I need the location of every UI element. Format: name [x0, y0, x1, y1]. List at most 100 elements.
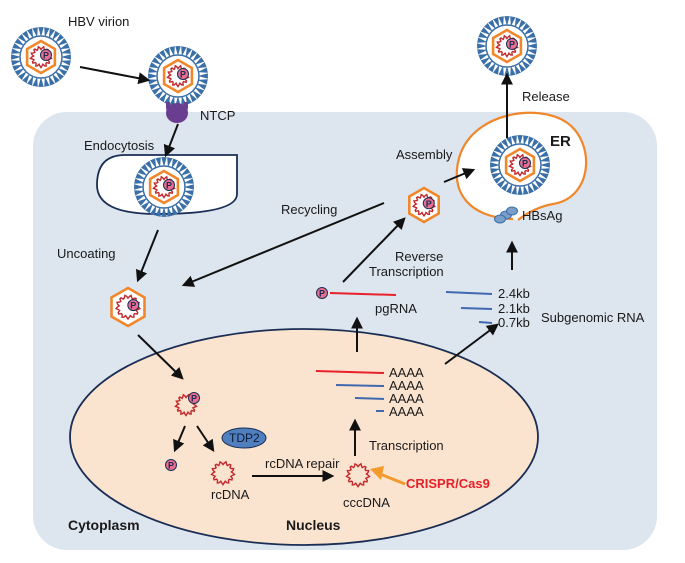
label-size-2-1kb: 2.1kb — [498, 301, 530, 316]
envelope-spike — [192, 90, 201, 99]
envelope-spike — [501, 181, 509, 192]
envelope-spike — [491, 151, 502, 158]
arrow-ntcp-to-vesicle — [163, 123, 179, 158]
envelope-spike — [518, 19, 526, 30]
envelope-spike — [480, 57, 491, 65]
envelope-spike — [183, 190, 194, 196]
envelope-spike — [506, 136, 513, 147]
envelope-spike — [32, 27, 38, 38]
polymerase-p-label: P — [522, 159, 528, 169]
envelope-spike — [169, 95, 175, 106]
envelope-spike — [137, 168, 148, 176]
released-p-protein: P — [165, 459, 177, 471]
envelope-spike — [182, 194, 193, 201]
envelope-spike — [14, 38, 25, 46]
envelope-spike — [167, 157, 173, 168]
envelope-spike — [161, 157, 167, 167]
polymerase-p-label: P — [43, 51, 49, 61]
arrow-virion-to-ntcp — [79, 66, 151, 85]
envelope-spike — [493, 146, 504, 154]
label-transcript-4: AAAA — [389, 404, 424, 419]
label-hbv-virion: HBV virion — [68, 14, 129, 29]
envelope-spike — [32, 76, 38, 87]
envelope-spike — [501, 138, 509, 149]
envelope-spike — [169, 46, 175, 57]
envelope-spike — [52, 30, 60, 41]
envelope-spike — [518, 62, 526, 73]
envelope-spike — [22, 73, 30, 84]
envelope-spike — [148, 79, 159, 85]
label-er: ER — [550, 133, 571, 150]
crispr-arrow — [370, 466, 406, 486]
polymerase-p-label: P — [319, 289, 325, 299]
envelope-spike — [59, 64, 70, 71]
envelope-spike — [538, 172, 549, 179]
envelope-spike — [57, 38, 68, 46]
envelope-spike — [175, 46, 181, 56]
polymerase-p-icon — [163, 179, 175, 191]
label-reverse-transcription-2: Transcription — [369, 264, 444, 279]
envelope-spike — [539, 156, 550, 162]
envelope-spike — [197, 79, 208, 85]
envelope-spike — [180, 198, 191, 206]
label-tdp2: TDP2 — [229, 431, 260, 445]
envelope-spike — [527, 136, 534, 147]
nucleus — [69, 328, 539, 546]
polymerase-p-icon — [506, 38, 518, 50]
label-uncoating: Uncoating — [57, 246, 116, 261]
envelope-spike — [488, 19, 496, 30]
envelope-spike — [48, 75, 55, 86]
envelope-spike — [491, 172, 502, 179]
arrow-to-rcdna — [196, 425, 215, 452]
envelope-spike — [11, 60, 22, 66]
arrow-to-assembly — [443, 168, 476, 183]
polymerase-p-icon — [165, 459, 177, 471]
label-nucleus: Nucleus — [286, 517, 341, 533]
envelope-spike — [181, 46, 187, 57]
envelope-spike — [55, 34, 64, 43]
envelope-spike — [521, 60, 530, 69]
envelope-spike — [150, 158, 157, 169]
envelope-spike — [14, 68, 25, 76]
envelope-spike — [523, 184, 529, 195]
polymerase-p-icon — [188, 392, 200, 404]
envelope-spike — [175, 203, 183, 214]
polymerase-p-label: P — [426, 199, 432, 209]
envelope-spike — [178, 164, 187, 173]
envelope-spike — [497, 142, 506, 151]
polymerase-p-icon — [519, 157, 531, 169]
envelope-spike — [194, 87, 205, 95]
polymerase-p-icon — [177, 68, 189, 80]
envelope-spike — [11, 54, 21, 60]
envelope-spike — [155, 206, 161, 217]
virion-endocytosed: P — [134, 157, 194, 217]
label-size-2-4kb: 2.4kb — [498, 286, 530, 301]
envelope-spike — [194, 57, 205, 65]
polymerase-p-label: P — [166, 181, 172, 191]
envelope-spike — [478, 53, 489, 60]
envelope-spike — [198, 73, 208, 79]
envelope-spike — [150, 205, 157, 216]
envelope-spike — [137, 198, 148, 206]
envelope-spike — [185, 47, 192, 58]
envelope-spike — [38, 77, 44, 87]
polymerase-p-icon — [422, 197, 435, 210]
envelope-spike — [536, 176, 547, 184]
envelope-spike — [11, 48, 22, 54]
envelope-spike — [159, 49, 167, 60]
envelope-spike — [171, 158, 178, 169]
transcript-strands — [315, 370, 385, 412]
envelope-spike — [60, 48, 71, 54]
envelope-spike — [497, 179, 506, 188]
envelope-spike — [477, 37, 488, 43]
label-ntcp: NTCP — [200, 108, 235, 123]
dna-ring — [345, 462, 371, 488]
envelope-spike — [493, 176, 504, 184]
envelope-spike — [148, 73, 158, 79]
envelope-spike — [506, 183, 513, 194]
envelope-spike — [149, 62, 160, 69]
label-release: Release — [522, 89, 570, 104]
virion-bound-ntcp: P — [148, 46, 208, 106]
envelope-spike — [38, 27, 44, 37]
